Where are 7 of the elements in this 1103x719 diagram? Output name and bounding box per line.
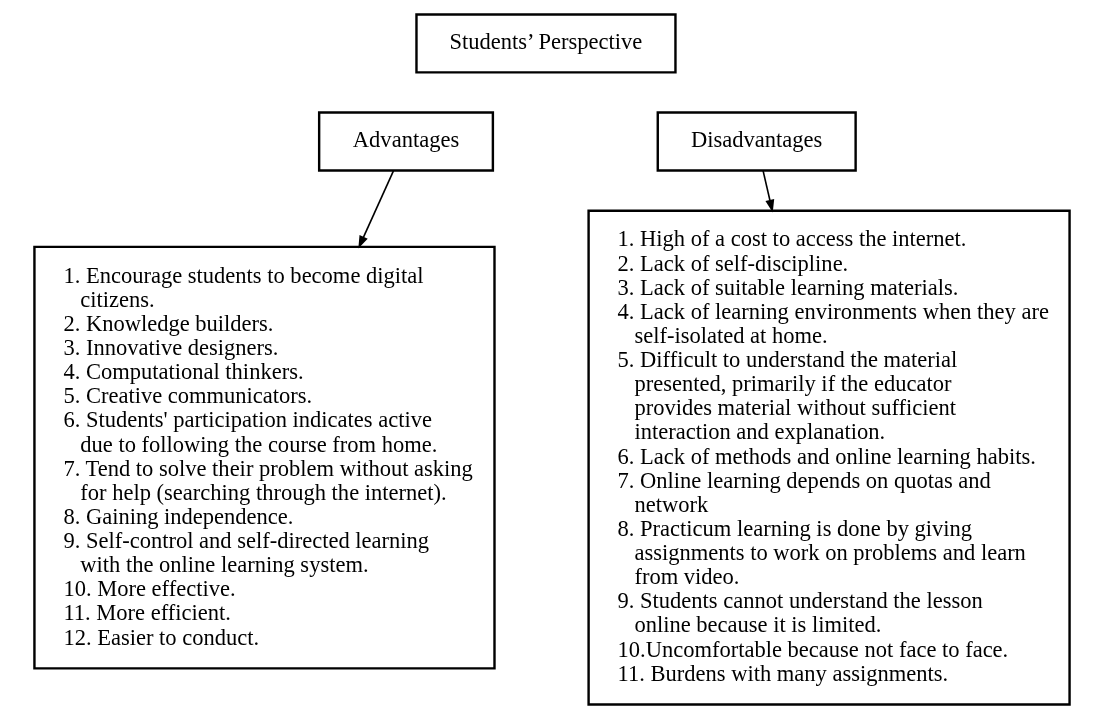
- node-box: 1. High of a cost to access the internet. 2. Lack of self-discipline. 3. Lack of suitable learning materials. 4. Lack of learning environments when they are self-isolated at home. 5. Difficult to understand the material presented, primarily if the educator provides material without sufficient interaction and explanation. 6. Lack of methods and online learning habits. 7. Online learning depends on quotas and network 8. Practicum learning is done by giving assignments to work on problems and learn from video. 9. Students cannot understand the lesson online because it is limited. 10.Uncomfortable because not face to face. 11. Burdens with many assignments.: [586, 209, 1071, 706]
- arrow: [357, 170, 394, 249]
- node-box: Advantages: [317, 111, 494, 172]
- node-box: Students’ Perspective: [414, 13, 677, 74]
- arrow: [761, 170, 774, 213]
- node-box: 1. Encourage students to become digital citizens. 2. Knowledge builders. 3. Innovative designers. 4. Computational thinkers. 5. Creative communicators. 6. Students' participation indicates active due to following the course from home. 7. Tend to solve their problem without asking for help (searching through the internet). 8. Gaining independence. 9. Self-control and self-directed learning with the online learning system. 10. More effective. 11. More efficient. 12. Easier to conduct.: [32, 245, 496, 670]
- node-box: Disadvantages: [656, 111, 857, 172]
